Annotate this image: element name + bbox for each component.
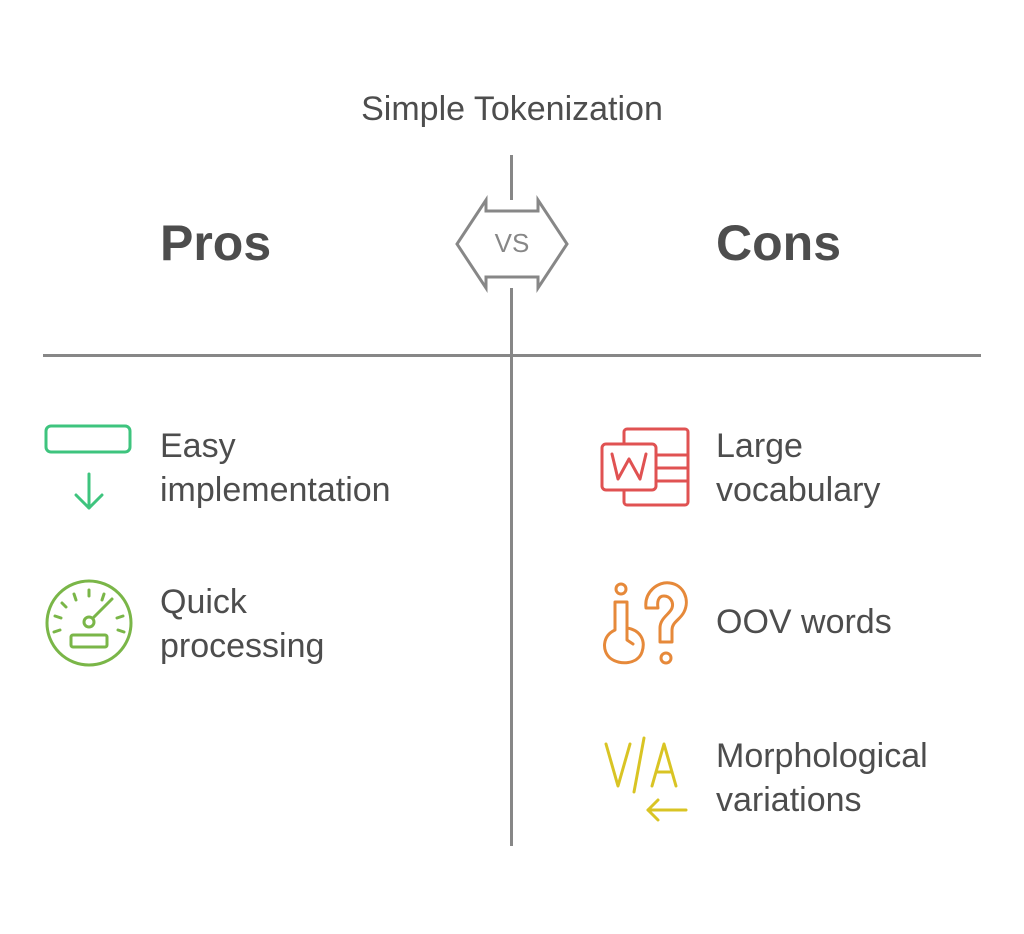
translate-icon — [604, 736, 688, 822]
question-marks-icon — [603, 581, 688, 665]
implementation-icon — [44, 424, 132, 510]
pros-item-label-line2: processing — [160, 627, 325, 665]
cons-item-label-line1: OOV words — [716, 603, 892, 641]
cons-item-label-line2: variations — [716, 781, 862, 819]
cons-item-label-line2: vocabulary — [716, 471, 881, 509]
vs-badge: VS — [453, 194, 571, 294]
pros-item-label-line1: Quick — [160, 583, 247, 621]
vertical-divider-bottom — [510, 288, 513, 846]
cons-heading: Cons — [716, 215, 841, 271]
word-document-icon — [600, 427, 690, 507]
cons-item-label-line1: Large — [716, 427, 803, 465]
cons-item-label-line1: Morphological — [716, 737, 928, 775]
double-arrow-icon — [455, 194, 569, 294]
vertical-divider-top — [510, 155, 513, 200]
pros-item-label-line2: implementation — [160, 471, 391, 509]
vs-label: VS — [494, 228, 530, 258]
speedometer-icon — [45, 579, 133, 667]
pros-item-label-line1: Easy — [160, 427, 236, 465]
horizontal-divider — [43, 354, 981, 357]
diagram-title: Simple Tokenization — [361, 90, 663, 128]
pros-heading: Pros — [160, 215, 272, 271]
